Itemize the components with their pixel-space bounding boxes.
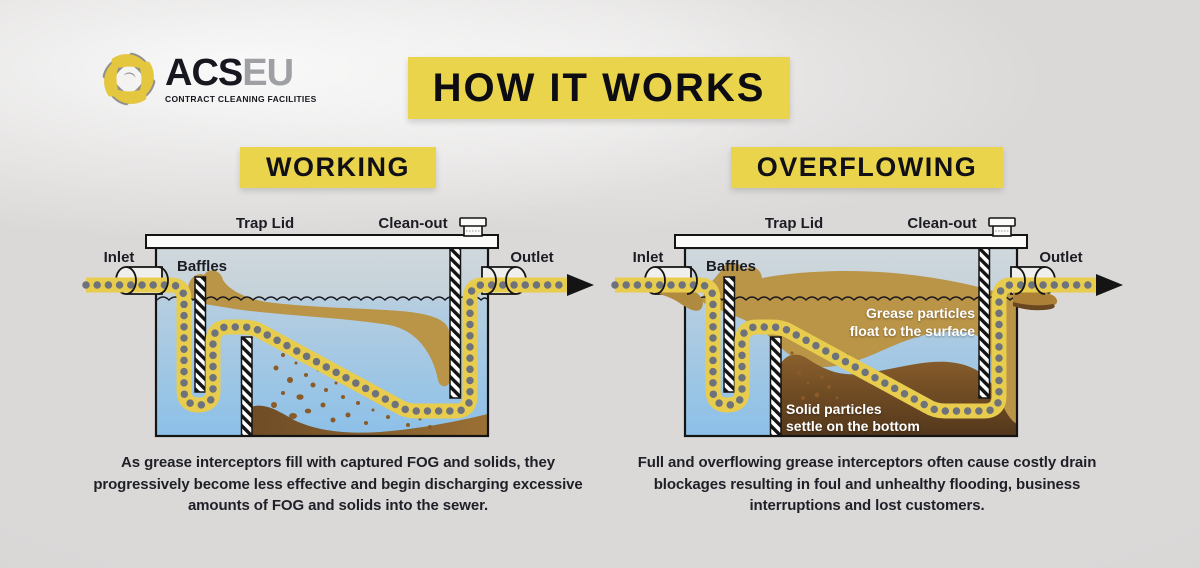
flow-arrow <box>1096 274 1123 296</box>
brand-tagline: CONTRACT CLEANING FACILITIES <box>165 94 317 104</box>
overflowing-diagram: Grease particles float to the surface So… <box>611 215 1123 438</box>
label-inlet: Inlet <box>633 249 664 266</box>
annotation-solids-line2: settle on the bottom <box>786 418 920 434</box>
inlet-grease-backup <box>653 289 703 311</box>
annotation-solids-line1: Solid particles <box>786 401 882 417</box>
label-trap-lid: Trap Lid <box>765 215 823 232</box>
suspended-particles <box>790 351 861 400</box>
label-trap-lid: Trap Lid <box>236 215 294 232</box>
brand-wordmark: ACSEU <box>165 54 317 92</box>
label-baffles: Baffles <box>177 258 227 275</box>
label-clean-out: Clean-out <box>907 215 976 232</box>
annotation-grease-line2: float to the surface <box>850 323 975 339</box>
trap-lid <box>674 217 1028 249</box>
label-outlet: Outlet <box>510 249 553 266</box>
baffle-right <box>978 247 991 399</box>
panel-working: WORKING <box>78 147 598 517</box>
label-inlet: Inlet <box>104 249 135 266</box>
page-title: HOW IT WORKS <box>408 57 790 119</box>
outlet-grease-spill <box>1013 289 1058 311</box>
acseu-logo: ACSEU CONTRACT CLEANING FACILITIES <box>96 46 317 112</box>
baffle-left <box>194 276 207 393</box>
flow-path <box>82 274 594 419</box>
acs-swirl-logo-icon <box>102 52 156 106</box>
clean-out-fitting <box>459 217 487 237</box>
label-clean-out: Clean-out <box>378 215 447 232</box>
trap-lid <box>145 217 499 249</box>
baffle-right <box>449 247 462 399</box>
clean-out-fitting <box>988 217 1016 237</box>
waterline <box>156 296 489 301</box>
label-baffles: Baffles <box>706 258 756 275</box>
baffle-middle <box>240 336 253 437</box>
annotation-grease-line1: Grease particles <box>866 305 975 321</box>
swirl-blades <box>102 52 156 106</box>
flow-arrow <box>567 274 594 296</box>
panel-overflowing: OVERFLOWING <box>607 147 1127 517</box>
panel-overflowing-title: OVERFLOWING <box>730 147 1004 188</box>
flow-path <box>611 274 1123 419</box>
overflowing-description: Full and overflowing grease interceptors… <box>637 454 1097 514</box>
grease-layer <box>702 262 1017 431</box>
brand-acs: ACS <box>165 52 243 94</box>
waterline <box>685 296 1018 301</box>
baffle-left <box>723 276 736 393</box>
working-diagram: Trap Lid Clean-out Inlet Baffles Outlet <box>82 215 594 438</box>
panel-working-title: WORKING <box>240 147 436 188</box>
label-outlet: Outlet <box>1039 249 1082 266</box>
working-description: As grease interceptors fill with capture… <box>93 454 583 514</box>
brand-eu: EU <box>242 52 294 94</box>
baffle-middle <box>769 336 782 437</box>
pipe-rims <box>125 266 517 295</box>
pipe-rims <box>654 266 1046 295</box>
